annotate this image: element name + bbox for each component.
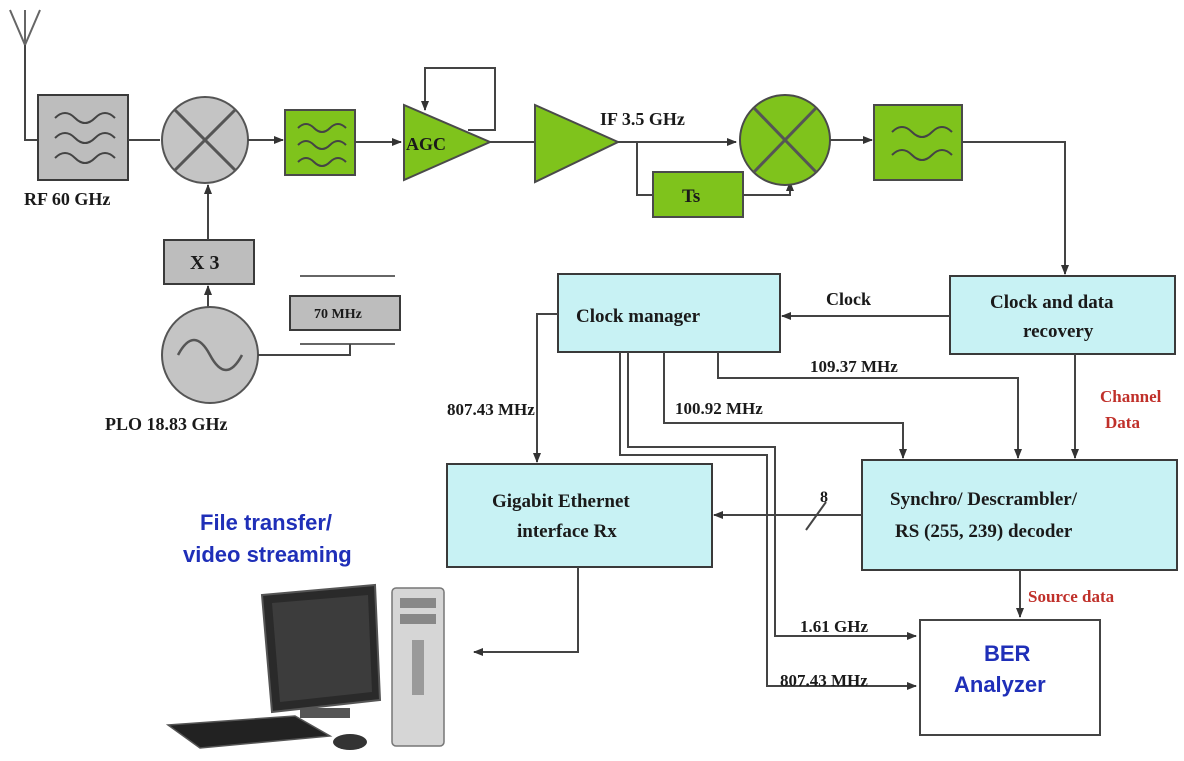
agc-label: AGC — [406, 134, 446, 154]
computer-icon — [165, 583, 445, 750]
if-amplifier — [534, 103, 621, 184]
bus-width-label: 8 — [820, 489, 828, 506]
pc-label-line1: File transfer/ — [200, 510, 332, 535]
channel-label-line2: Data — [1105, 413, 1140, 432]
plo-oscillator-icon — [161, 306, 259, 404]
freq-807-b: 807.43 MHz — [780, 671, 868, 690]
multiplier-block — [163, 239, 255, 285]
freq-100: 100.92 MHz — [675, 399, 763, 418]
freq-161: 1.61 GHz — [800, 617, 868, 636]
clock-manager-block — [557, 273, 781, 353]
ber-label-line2: Analyzer — [954, 672, 1046, 697]
gbe-label-line2: interface Rx — [517, 521, 617, 542]
cdr-block — [949, 275, 1176, 355]
channel-label-line1: Channel — [1100, 387, 1162, 406]
ber-analyzer-block — [919, 619, 1101, 736]
clock-manager-label: Clock manager — [576, 306, 701, 327]
cdr-label-line1: Clock and data — [990, 292, 1114, 313]
if-label: IF 3.5 GHz — [600, 109, 685, 129]
clock-signal-label: Clock — [826, 289, 871, 309]
ref-clock-block — [289, 295, 401, 331]
multiplier-label: X 3 — [190, 252, 219, 274]
rf-mixer-icon — [161, 96, 249, 184]
synchro-label-line1: Synchro/ Descrambler/ — [890, 489, 1078, 510]
rf-label: RF 60 GHz — [24, 189, 110, 209]
gbe-rx-block — [446, 463, 713, 568]
ber-label-line1: BER — [984, 641, 1031, 666]
rf-filter — [37, 94, 129, 181]
gbe-label-line1: Gigabit Ethernet — [492, 491, 630, 512]
cdr-label-line2: recovery — [1023, 321, 1094, 342]
if-filter-1 — [284, 109, 356, 176]
plo-label: PLO 18.83 GHz — [105, 414, 228, 434]
ref-clock-label: 70 MHz — [314, 307, 362, 322]
if-filter-2 — [873, 104, 963, 181]
if-mixer-icon — [739, 94, 831, 186]
ts-label: Ts — [682, 186, 700, 207]
antenna-icon — [9, 9, 41, 141]
pc-label-line2: video streaming — [183, 542, 352, 567]
synchro-label-line2: RS (255, 239) decoder — [895, 521, 1073, 542]
freq-109: 109.37 MHz — [810, 357, 898, 376]
agc-amplifier — [403, 67, 496, 182]
freq-807-a: 807.43 MHz — [447, 400, 535, 419]
synchro-decoder-block — [861, 459, 1178, 571]
source-data-label: Source data — [1028, 587, 1115, 606]
